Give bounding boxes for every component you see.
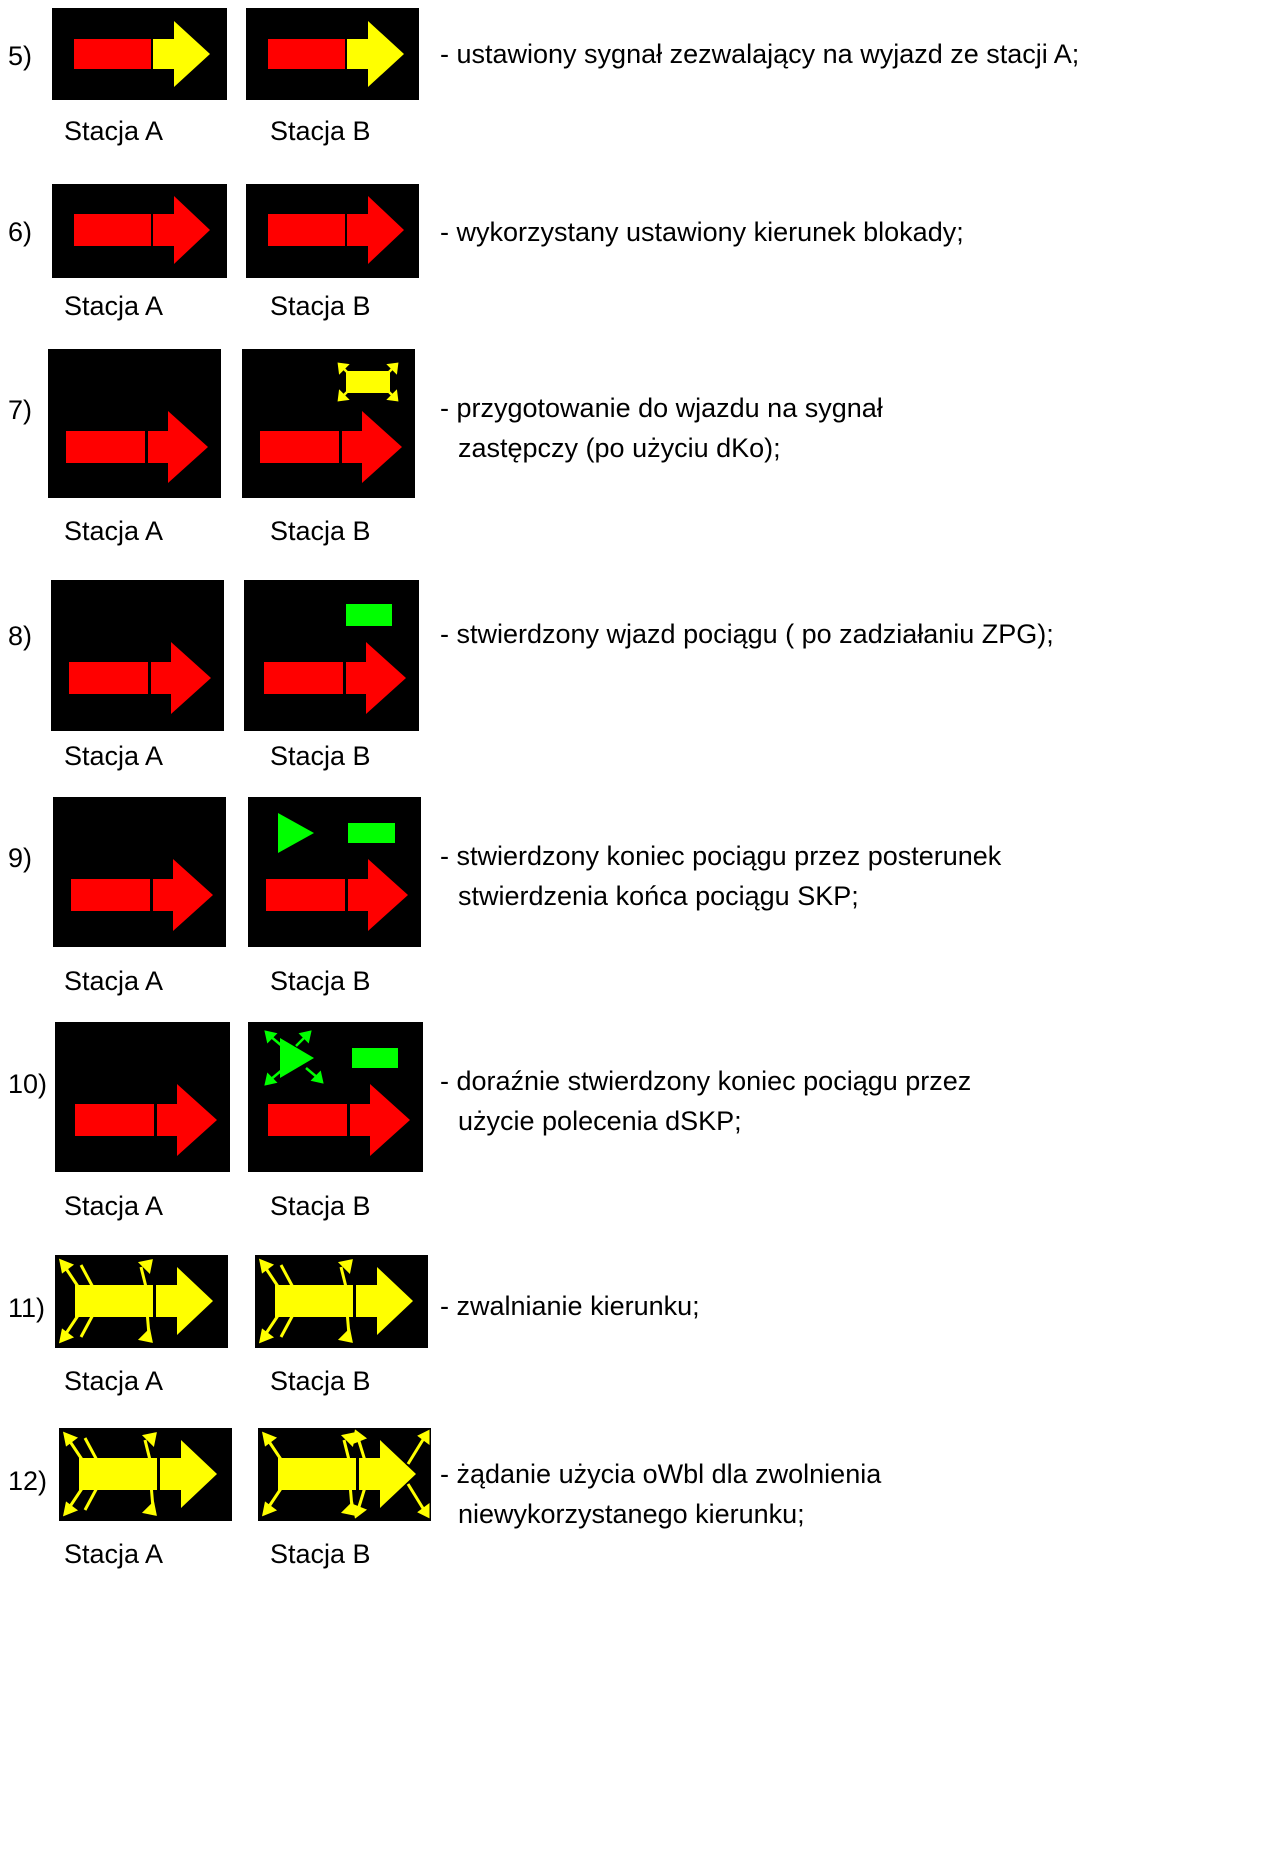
direction-arrow xyxy=(148,411,208,483)
description-line: - żądanie użycia oWbl dla zwolnienia xyxy=(440,1459,882,1489)
direction-arrow xyxy=(346,642,406,714)
station-b-label: Stacja B xyxy=(270,1191,371,1221)
station-b-label: Stacja B xyxy=(270,1539,371,1569)
description-line: - doraźnie stwierdzony koniec pociągu pr… xyxy=(440,1066,972,1096)
description-line: - zwalnianie kierunku; xyxy=(440,1291,700,1321)
train-end-indicator xyxy=(278,813,314,853)
station-b-panel xyxy=(258,1428,431,1521)
description-line: - ustawiony sygnał zezwalający na wyjazd… xyxy=(440,39,1080,69)
description-line: - wykorzystany ustawiony kierunek blokad… xyxy=(440,217,964,247)
station-b-label: Stacja B xyxy=(270,116,371,146)
description-line: - stwierdzony wjazd pociągu ( po zadział… xyxy=(440,619,1054,649)
direction-arrow xyxy=(151,642,211,714)
direction-arrow xyxy=(153,196,210,264)
station-b-panel xyxy=(248,797,421,947)
description-line: - stwierdzony koniec pociągu przez poste… xyxy=(440,841,1002,871)
track-bar xyxy=(75,1104,154,1136)
item-number: 7) xyxy=(8,395,33,425)
track-bar xyxy=(71,879,150,911)
item-number: 12) xyxy=(8,1466,48,1496)
direction-arrow xyxy=(350,1084,410,1156)
item-description: - zwalnianie kierunku; xyxy=(440,1286,700,1326)
direction-arrow xyxy=(347,21,404,87)
item-description: - wykorzystany ustawiony kierunek blokad… xyxy=(440,212,964,252)
track-bar xyxy=(69,662,148,694)
station-b-label: Stacja B xyxy=(270,516,371,546)
station-a-panel xyxy=(59,1428,232,1521)
station-a-panel xyxy=(52,184,227,278)
flashing-track-bar xyxy=(62,1431,157,1517)
flashing-track-bar xyxy=(58,1258,153,1344)
station-b-panel xyxy=(246,184,419,278)
description-line: niewykorzystanego kierunku; xyxy=(458,1499,805,1529)
item-number: 9) xyxy=(8,843,33,873)
station-a-label: Stacja A xyxy=(64,966,164,996)
track-bar xyxy=(268,1104,347,1136)
direction-arrow xyxy=(348,859,408,931)
direction-arrow xyxy=(356,1267,413,1335)
description-line: zastępczy (po użyciu dKo); xyxy=(458,433,781,463)
item-description: - stwierdzony koniec pociągu przez poste… xyxy=(440,836,1001,916)
station-b-label: Stacja B xyxy=(270,966,371,996)
station-a-label: Stacja A xyxy=(64,741,164,771)
station-a-label: Stacja A xyxy=(64,1191,164,1221)
station-a-panel xyxy=(48,349,221,498)
track-bar xyxy=(74,214,151,246)
item-description: - stwierdzony wjazd pociągu ( po zadział… xyxy=(440,614,1054,654)
item-description: - doraźnie stwierdzony koniec pociągu pr… xyxy=(440,1061,971,1141)
description-line: użycie polecenia dSKP; xyxy=(458,1106,742,1136)
station-a-label: Stacja A xyxy=(64,1366,164,1396)
item-number: 6) xyxy=(8,217,33,247)
station-a-label: Stacja A xyxy=(64,291,164,321)
track-bar xyxy=(268,39,345,69)
substitute-signal-indicator xyxy=(337,362,399,402)
station-a-label: Stacja A xyxy=(64,516,164,546)
station-a-label: Stacja A xyxy=(64,116,164,146)
station-a-panel xyxy=(55,1022,230,1172)
station-a-label: Stacja A xyxy=(64,1539,164,1569)
track-bar xyxy=(268,214,345,246)
description-line: stwierdzenia końca pociągu SKP; xyxy=(458,881,859,911)
station-a-panel xyxy=(51,580,224,731)
station-b-panel xyxy=(255,1255,428,1348)
direction-arrow xyxy=(153,859,213,931)
direction-arrow xyxy=(347,196,404,264)
direction-arrow xyxy=(157,1084,217,1156)
station-a-panel xyxy=(53,797,226,947)
item-number: 8) xyxy=(8,621,33,651)
item-number: 11) xyxy=(8,1293,46,1323)
item-description: - żądanie użycia oWbl dla zwolnienia nie… xyxy=(440,1454,881,1534)
station-a-panel xyxy=(52,8,227,100)
station-b-panel xyxy=(248,1022,423,1172)
item-description: - przygotowanie do wjazdu na sygnał zast… xyxy=(440,388,883,468)
track-bar xyxy=(260,431,339,463)
item-number: 10) xyxy=(8,1069,48,1099)
direction-arrow xyxy=(153,21,210,87)
item-number: 5) xyxy=(8,41,33,71)
station-b-label: Stacja B xyxy=(270,741,371,771)
track-bar xyxy=(264,662,343,694)
direction-arrow xyxy=(342,411,402,483)
emergency-train-end-indicator xyxy=(264,1030,324,1086)
station-b-panel xyxy=(242,349,415,498)
flashing-track-bar xyxy=(261,1431,356,1517)
train-arrival-indicator xyxy=(346,604,392,626)
station-b-label: Stacja B xyxy=(270,291,371,321)
flashing-track-bar xyxy=(258,1258,353,1344)
track-bar xyxy=(66,431,145,463)
flashing-direction-arrow xyxy=(351,1429,430,1519)
train-arrival-indicator xyxy=(348,823,395,843)
direction-arrow xyxy=(160,1440,217,1508)
station-a-panel xyxy=(55,1255,228,1348)
track-bar xyxy=(266,879,345,911)
station-b-panel xyxy=(246,8,419,100)
track-bar xyxy=(74,39,151,69)
description-line: - przygotowanie do wjazdu na sygnał xyxy=(440,393,883,423)
station-b-label: Stacja B xyxy=(270,1366,371,1396)
train-arrival-indicator xyxy=(352,1048,398,1068)
station-b-panel xyxy=(244,580,419,731)
direction-arrow xyxy=(156,1267,213,1335)
item-description: - ustawiony sygnał zezwalający na wyjazd… xyxy=(440,34,1079,74)
